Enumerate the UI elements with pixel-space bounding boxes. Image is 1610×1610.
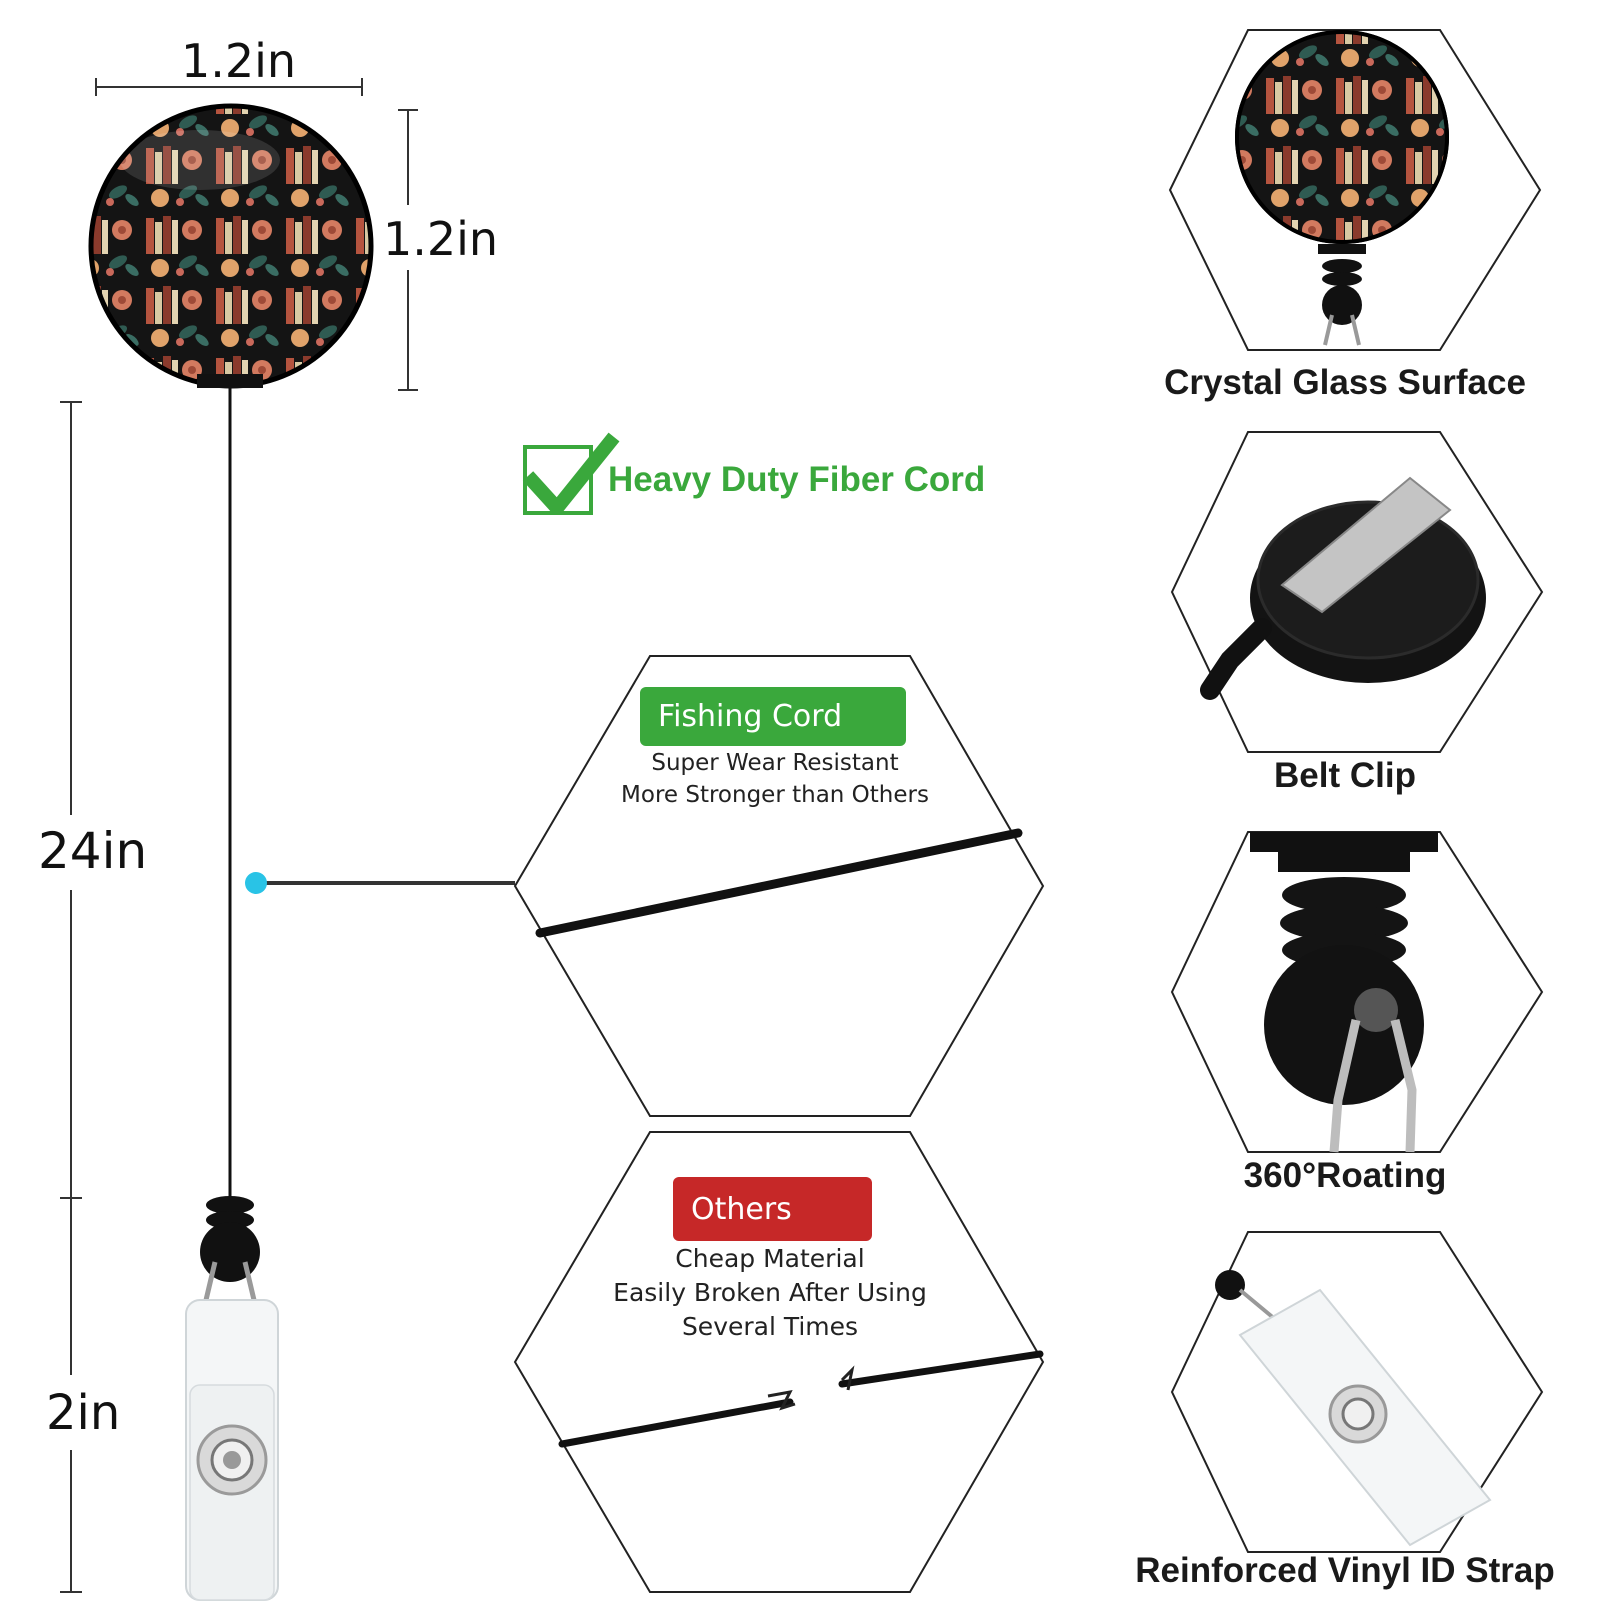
bad-line-2: Easily Broken After Using [613, 1278, 927, 1307]
vinyl-strap-icon [1215, 1270, 1492, 1547]
belt-clip-icon [1200, 476, 1486, 700]
strap-length-label: 2in [46, 1385, 121, 1441]
height-label: 1.2in [383, 212, 499, 266]
others-badge-label: Others [691, 1191, 792, 1227]
bad-cord-hexagon [513, 1131, 1045, 1593]
swivel-icon [1250, 832, 1438, 1153]
cord-length-dimension [60, 401, 82, 1593]
height-dimension [398, 109, 418, 391]
fishing-cord-badge-label: Fishing Cord [658, 699, 843, 734]
id-strap [185, 1196, 279, 1601]
feature-caption-2: Belt Clip [1274, 756, 1416, 795]
width-dimension [95, 78, 363, 96]
pointer-dot [245, 872, 267, 894]
cord-pointer [245, 872, 515, 894]
badge-reel-icon [1235, 30, 1449, 346]
fishing-cord-badge: Fishing Cord [640, 687, 906, 746]
bad-line-3: Several Times [681, 1312, 859, 1341]
badge-reel-face [88, 103, 374, 389]
headline: Heavy Duty Fiber Cord [608, 460, 986, 499]
good-line-2: More Stronger than Others [621, 782, 929, 808]
others-badge: Others [673, 1177, 872, 1241]
bad-cord-sample [558, 1350, 1044, 1448]
check-icon [522, 432, 620, 515]
width-label: 1.2in [181, 34, 297, 88]
cord-length-label: 24in [38, 822, 148, 880]
feature-caption-3: 360°Roating [1243, 1156, 1447, 1195]
good-line-1: Super Wear Resistant [651, 750, 899, 776]
good-cord-sample [535, 828, 1023, 938]
bad-line-1: Cheap Material [675, 1244, 865, 1273]
feature-caption-1: Crystal Glass Surface [1164, 363, 1526, 402]
feature-caption-4: Reinforced Vinyl ID Strap [1135, 1551, 1555, 1590]
